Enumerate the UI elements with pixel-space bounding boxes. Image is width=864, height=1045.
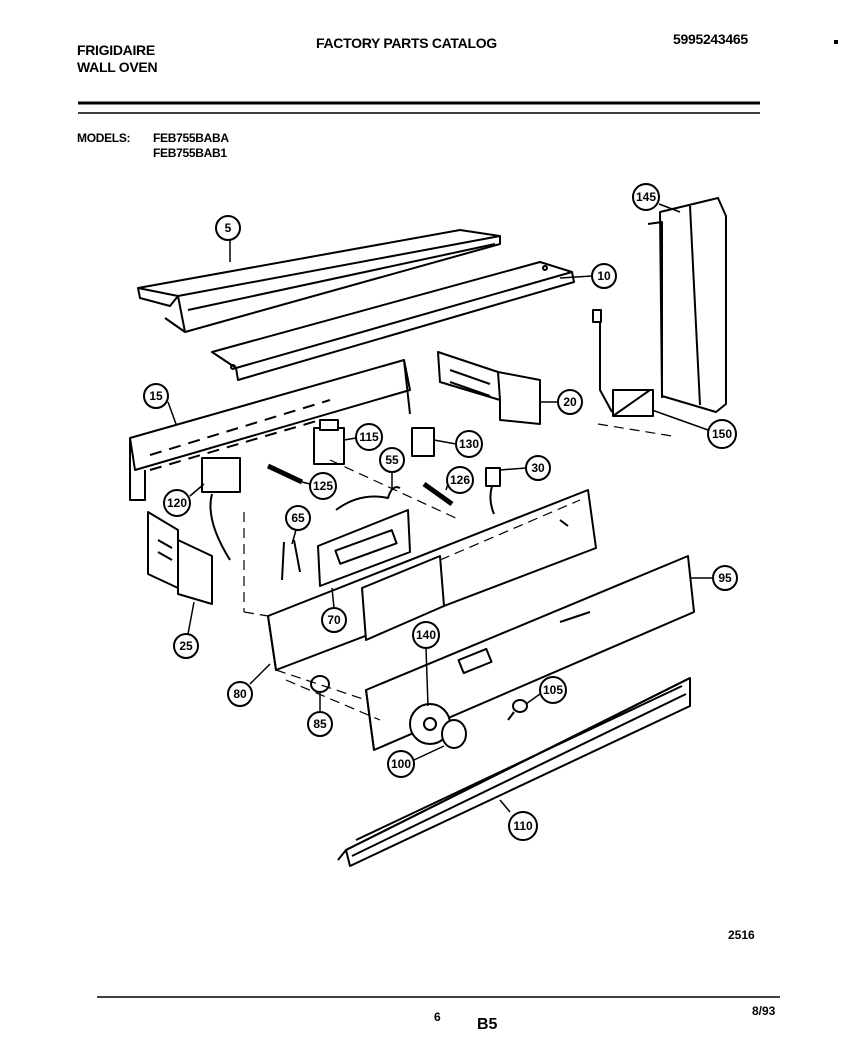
callout-label: 5 <box>225 221 232 235</box>
part-125-sensor <box>266 463 304 485</box>
part-20-side-bracket <box>437 351 541 425</box>
catalog-number: 5995243465 <box>673 31 748 47</box>
page-number: 6 <box>434 1010 441 1024</box>
figure-number: 2516 <box>728 928 755 942</box>
callout-105: 105 <box>525 676 567 705</box>
callout-150: 150 <box>651 409 737 449</box>
callout-25: 25 <box>173 601 199 659</box>
part-120-thermostat <box>201 457 241 561</box>
part-5-top-panel <box>137 229 501 333</box>
product-type: WALL OVEN <box>77 59 158 75</box>
header-rule <box>78 101 760 114</box>
callout-label: 110 <box>513 819 533 833</box>
callout-label: 145 <box>636 190 656 204</box>
model-number-1: FEB755BABA <box>153 131 229 145</box>
callout-5: 5 <box>215 215 241 262</box>
callout-label: 25 <box>179 639 193 653</box>
right-margin-mark <box>834 40 838 44</box>
callout-label: 105 <box>543 683 563 697</box>
callout-label: 15 <box>149 389 163 403</box>
callout-label: 120 <box>167 496 187 510</box>
callout-145: 145 <box>632 183 681 213</box>
part-95-front-panel <box>365 555 695 751</box>
callout-110: 110 <box>499 799 538 841</box>
callout-70: 70 <box>321 587 347 633</box>
callout-85: 85 <box>307 692 333 737</box>
assembly-guide-lines <box>243 423 673 721</box>
callout-label: 55 <box>385 453 399 467</box>
callout-130: 130 <box>433 430 483 458</box>
part-70-control-board <box>317 509 445 641</box>
callout-label: 140 <box>416 628 436 642</box>
models-label: MODELS: <box>77 131 131 145</box>
model-number-2: FEB755BAB1 <box>153 146 227 160</box>
callout-20: 20 <box>540 389 583 415</box>
callout-80: 80 <box>227 663 271 707</box>
callout-55: 55 <box>379 447 405 488</box>
callout-label: 80 <box>233 687 247 701</box>
part-110-trim-rail <box>337 677 691 867</box>
part-130-relay <box>411 427 435 457</box>
part-105-screw <box>507 699 528 721</box>
part-100-knob <box>409 703 467 749</box>
callout-95: 95 <box>690 565 738 591</box>
callout-10: 10 <box>559 263 617 289</box>
callout-label: 100 <box>391 757 411 771</box>
callout-65: 65 <box>285 505 311 545</box>
catalog-title: FACTORY PARTS CATALOG <box>316 35 497 51</box>
part-85-grommet <box>310 675 330 693</box>
callout-label: 65 <box>291 511 305 525</box>
callout-label: 30 <box>531 461 545 475</box>
brand-name: FRIGIDAIRE <box>77 42 155 58</box>
section-code: B5 <box>477 1016 498 1033</box>
part-65-harness <box>281 539 301 581</box>
callout-30: 30 <box>499 455 551 481</box>
print-date: 8/93 <box>752 1004 776 1018</box>
callout-label: 115 <box>359 430 379 444</box>
callout-label: 125 <box>313 479 333 493</box>
callout-100: 100 <box>387 745 445 778</box>
part-115-switch <box>313 419 345 465</box>
callout-120: 120 <box>163 483 205 517</box>
callout-label: 85 <box>313 717 327 731</box>
callout-15: 15 <box>143 383 177 425</box>
callout-label: 95 <box>718 571 732 585</box>
callout-label: 70 <box>327 613 341 627</box>
part-25-bracket <box>147 511 213 605</box>
part-145-duct <box>647 197 727 413</box>
callout-label: 150 <box>712 427 732 441</box>
callout-125: 125 <box>301 472 337 500</box>
part-150-terminal-block <box>592 309 654 417</box>
part-55-wire <box>335 486 401 511</box>
callout-140: 140 <box>412 621 440 707</box>
part-126-sensor <box>422 481 454 507</box>
callout-126: 126 <box>445 466 474 494</box>
part-15-back-plate <box>129 359 411 501</box>
part-30-clip <box>485 467 501 515</box>
callout-label: 126 <box>450 473 470 487</box>
callout-label: 20 <box>563 395 577 409</box>
callout-115: 115 <box>343 423 383 451</box>
callout-label: 10 <box>597 269 611 283</box>
callout-label: 130 <box>459 437 479 451</box>
